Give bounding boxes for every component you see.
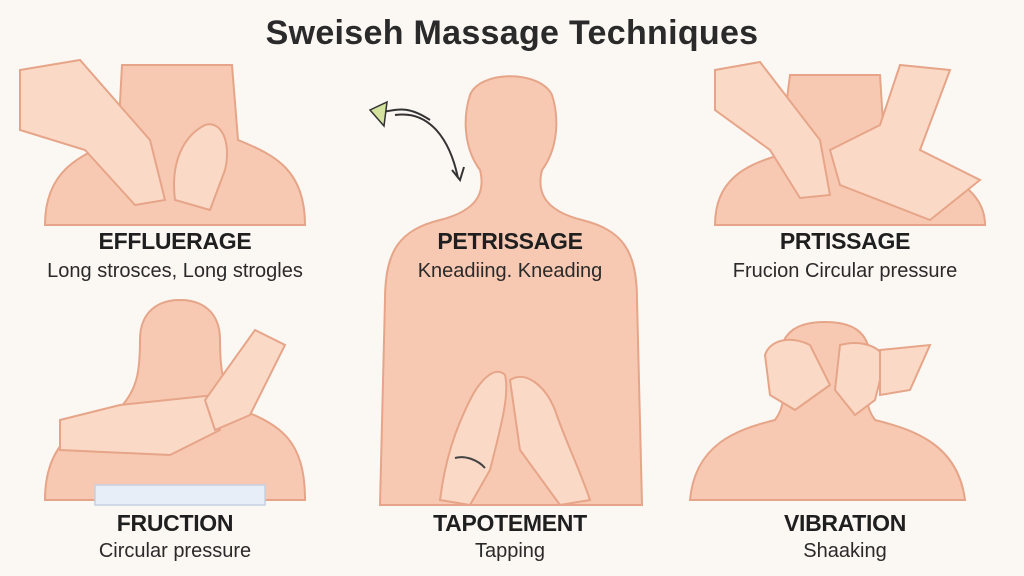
effleurage-illustration [19, 58, 307, 226]
technique-label-tapotement: TAPOTEMENT [433, 510, 587, 536]
technique-label-fruction: FRUCTION [116, 510, 234, 536]
petrissage-illustration [713, 60, 987, 226]
technique-desc-petrissage: Kneadiing. Kneading [417, 260, 603, 282]
technique-desc-vibration: Shaaking [803, 540, 887, 562]
technique-label-vibration: VIBRATION [783, 510, 907, 536]
technique-desc-tapotement: Tapping [474, 540, 546, 562]
technique-desc-prtissage: Frucion Circular pressure [732, 260, 958, 282]
page-title: Sweiseh Massage Techniques [265, 14, 759, 52]
friction-illustration [43, 298, 307, 506]
technique-desc-fruction: Circular pressure [98, 540, 252, 562]
technique-label-petrissage: PETRISSAGE [437, 228, 583, 254]
technique-label-prtissage: PRTISSAGE [779, 228, 911, 254]
technique-desc-effleurage: Long strosces, Long strogles [47, 260, 303, 282]
vibration-illustration [688, 320, 967, 501]
arrow-tip-icon [368, 100, 388, 128]
technique-label-effleurage: EFFLUERAGE [98, 228, 252, 254]
back-illustration [368, 75, 644, 507]
